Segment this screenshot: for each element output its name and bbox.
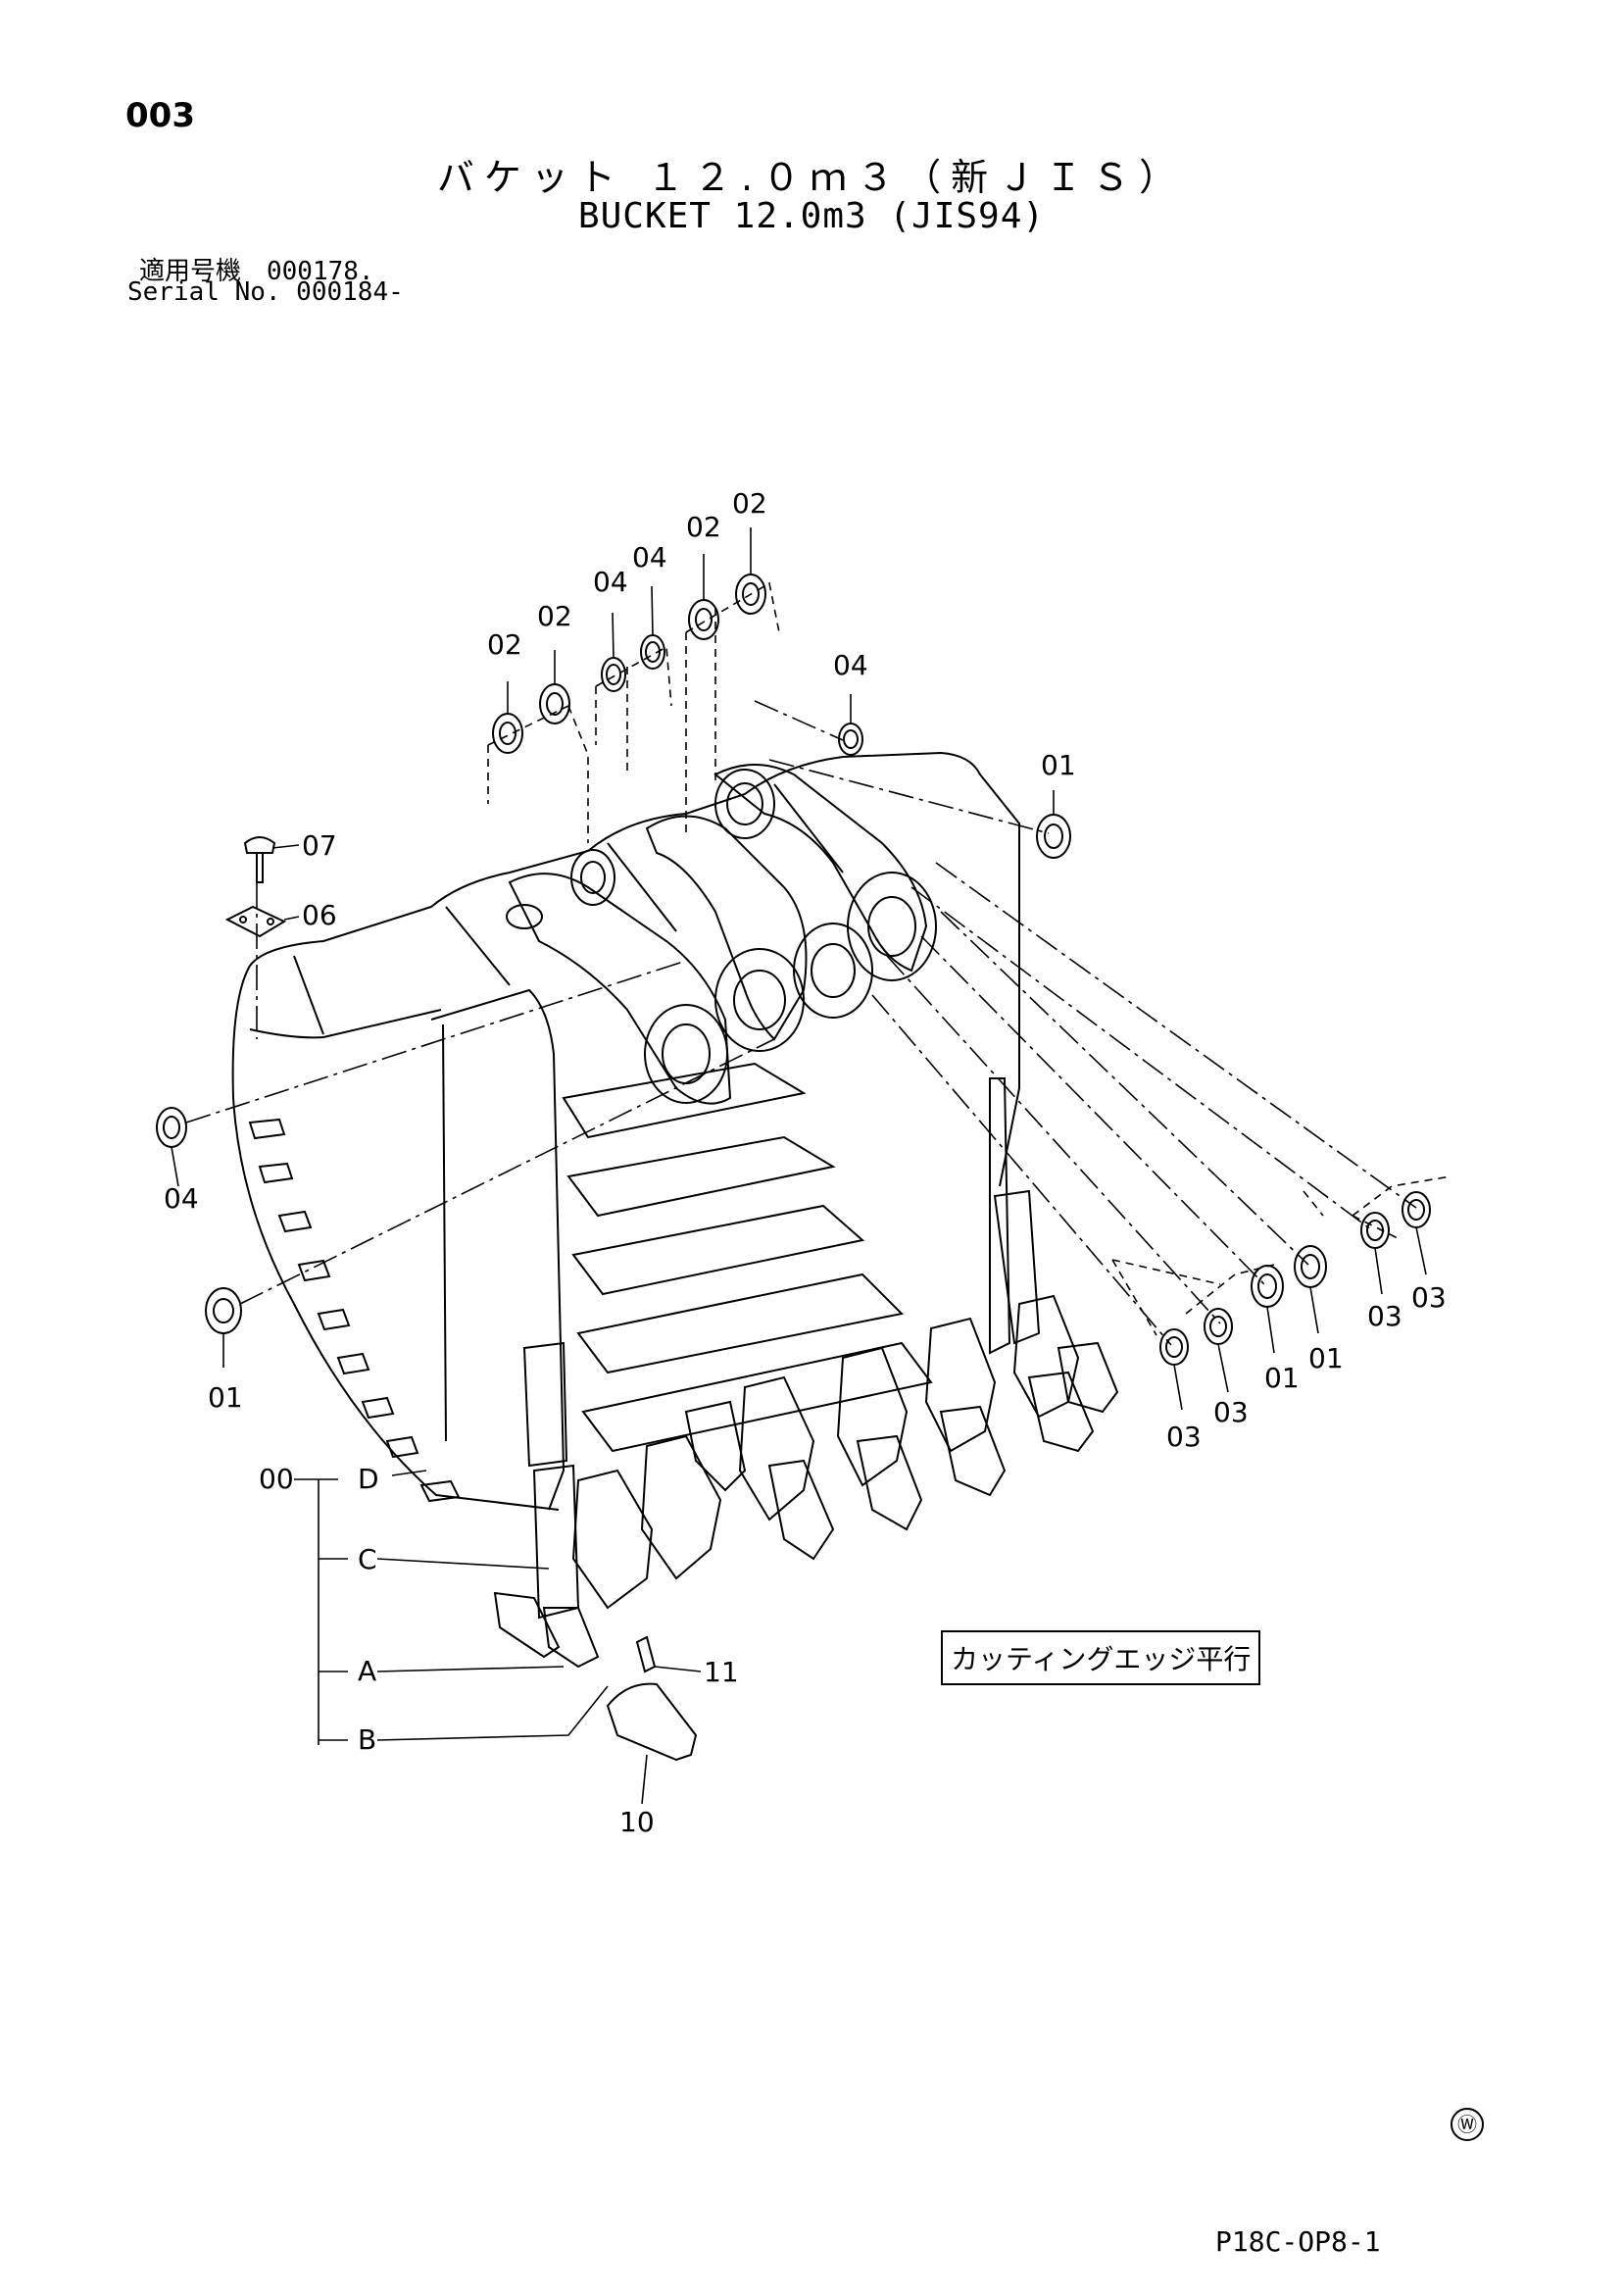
- callout-01: 01: [1041, 749, 1076, 781]
- callout-02: 02: [686, 511, 721, 543]
- callout-01: 01: [208, 1381, 243, 1414]
- callout-04: 04: [833, 649, 868, 681]
- callout-03: 03: [1213, 1396, 1249, 1428]
- callout-02: 02: [487, 628, 522, 661]
- page-title-japanese: バケット １２.０ｍ３（新ＪＩＳ）: [436, 156, 1187, 199]
- callout-02: 02: [537, 600, 572, 632]
- w-mark-icon: Ⓦ: [1451, 2108, 1484, 2141]
- callout-01: 01: [1264, 1362, 1300, 1394]
- bucket-body: [231, 751, 1041, 1620]
- figure-code: P18C-OP8-1: [1215, 2225, 1381, 2258]
- bucket-teeth: [493, 1294, 1119, 1669]
- callout-04: 04: [632, 541, 667, 574]
- page-title-english: BUCKET 12.0m3 (JIS94): [577, 196, 1046, 236]
- page-number: 003: [125, 96, 195, 135]
- callout-11: 11: [704, 1656, 739, 1688]
- serial-label-english: Serial No. 000184-: [127, 277, 404, 307]
- callout-07: 07: [302, 829, 337, 862]
- callout-00: 00: [259, 1463, 294, 1495]
- callout-06: 06: [302, 899, 337, 931]
- callout-d: D: [358, 1463, 379, 1495]
- callout-03: 03: [1411, 1281, 1447, 1314]
- assembly-center-lines: [185, 700, 1417, 1346]
- callout-b: B: [358, 1723, 376, 1756]
- callout-03: 03: [1367, 1300, 1402, 1332]
- callout-04: 04: [593, 566, 628, 598]
- cutting-edge-note: カッティングエッジ平行: [941, 1630, 1261, 1685]
- callout-01: 01: [1308, 1342, 1344, 1374]
- callout-04: 04: [164, 1182, 199, 1215]
- callout-02: 02: [732, 487, 767, 520]
- grouping-dashed-lines: [487, 581, 1451, 1336]
- callout-10: 10: [619, 1806, 655, 1838]
- callout-03: 03: [1166, 1421, 1202, 1453]
- callout-labels: 01 01 01 01 02 02 02 02 03 03 03 03 04 0…: [164, 487, 1447, 1838]
- bucket-lugs: [506, 764, 937, 1105]
- callout-a: A: [358, 1655, 376, 1687]
- leader-lines: [171, 527, 1427, 1805]
- loose-parts: [224, 836, 698, 1762]
- serial-label-japanese: 適用号機 000178.: [139, 257, 374, 286]
- callout-c: C: [358, 1543, 377, 1575]
